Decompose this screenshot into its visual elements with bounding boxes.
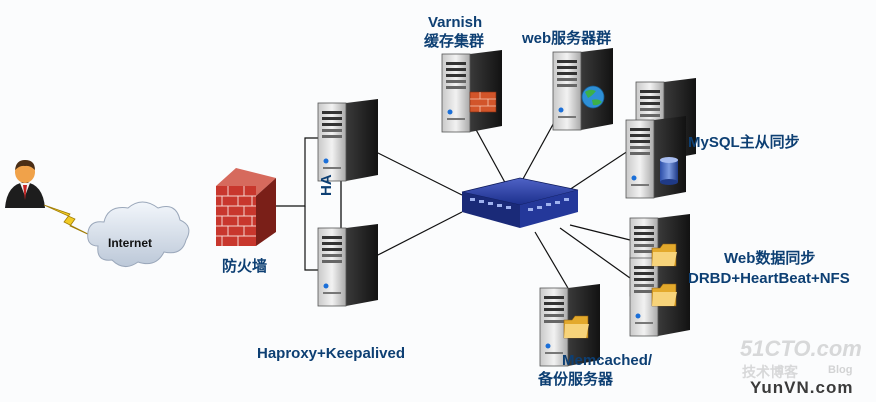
varnish-server-icon: [441, 49, 503, 133]
websync-label-line1: Web数据同步: [724, 250, 816, 267]
watermark-51cto-sub: 技术博客: [742, 364, 798, 380]
memcached-label-line1: Memcached/: [562, 352, 653, 369]
haproxy-server-master-icon: [317, 98, 379, 182]
websync-label-line2: DRBD+HeartBeat+NFS: [688, 270, 850, 287]
database-icon: [660, 157, 678, 185]
user-icon: [5, 160, 45, 208]
firewall-label: 防火墙: [222, 258, 268, 275]
varnish-label-line1: Varnish: [428, 14, 483, 31]
mysql-label: MySQL主从同步: [688, 134, 800, 151]
memcached-label-line2: 备份服务器: [538, 371, 614, 388]
varnish-label-line2: 缓存集群: [424, 33, 485, 50]
web-server-label: web服务器群: [522, 30, 612, 47]
watermark-blog: Blog: [828, 364, 853, 376]
network-switch-icon: [461, 177, 579, 228]
web-server-icon: [552, 47, 614, 131]
watermark-yunvn: YunVN.com: [750, 378, 854, 397]
haproxy-label: Haproxy+Keepalived: [257, 345, 405, 362]
ha-label: HA: [318, 174, 335, 196]
globe-icon: [581, 85, 605, 109]
firewall-icon: [216, 168, 276, 246]
mysql-server-slave-icon: [625, 115, 687, 199]
cloud-icon: [87, 201, 190, 267]
internet-label: Internet: [108, 236, 153, 250]
watermark-51cto: 51CTO.com: [740, 336, 862, 361]
haproxy-server-backup-icon: [317, 223, 379, 307]
cache-badge-icon: [469, 91, 497, 113]
